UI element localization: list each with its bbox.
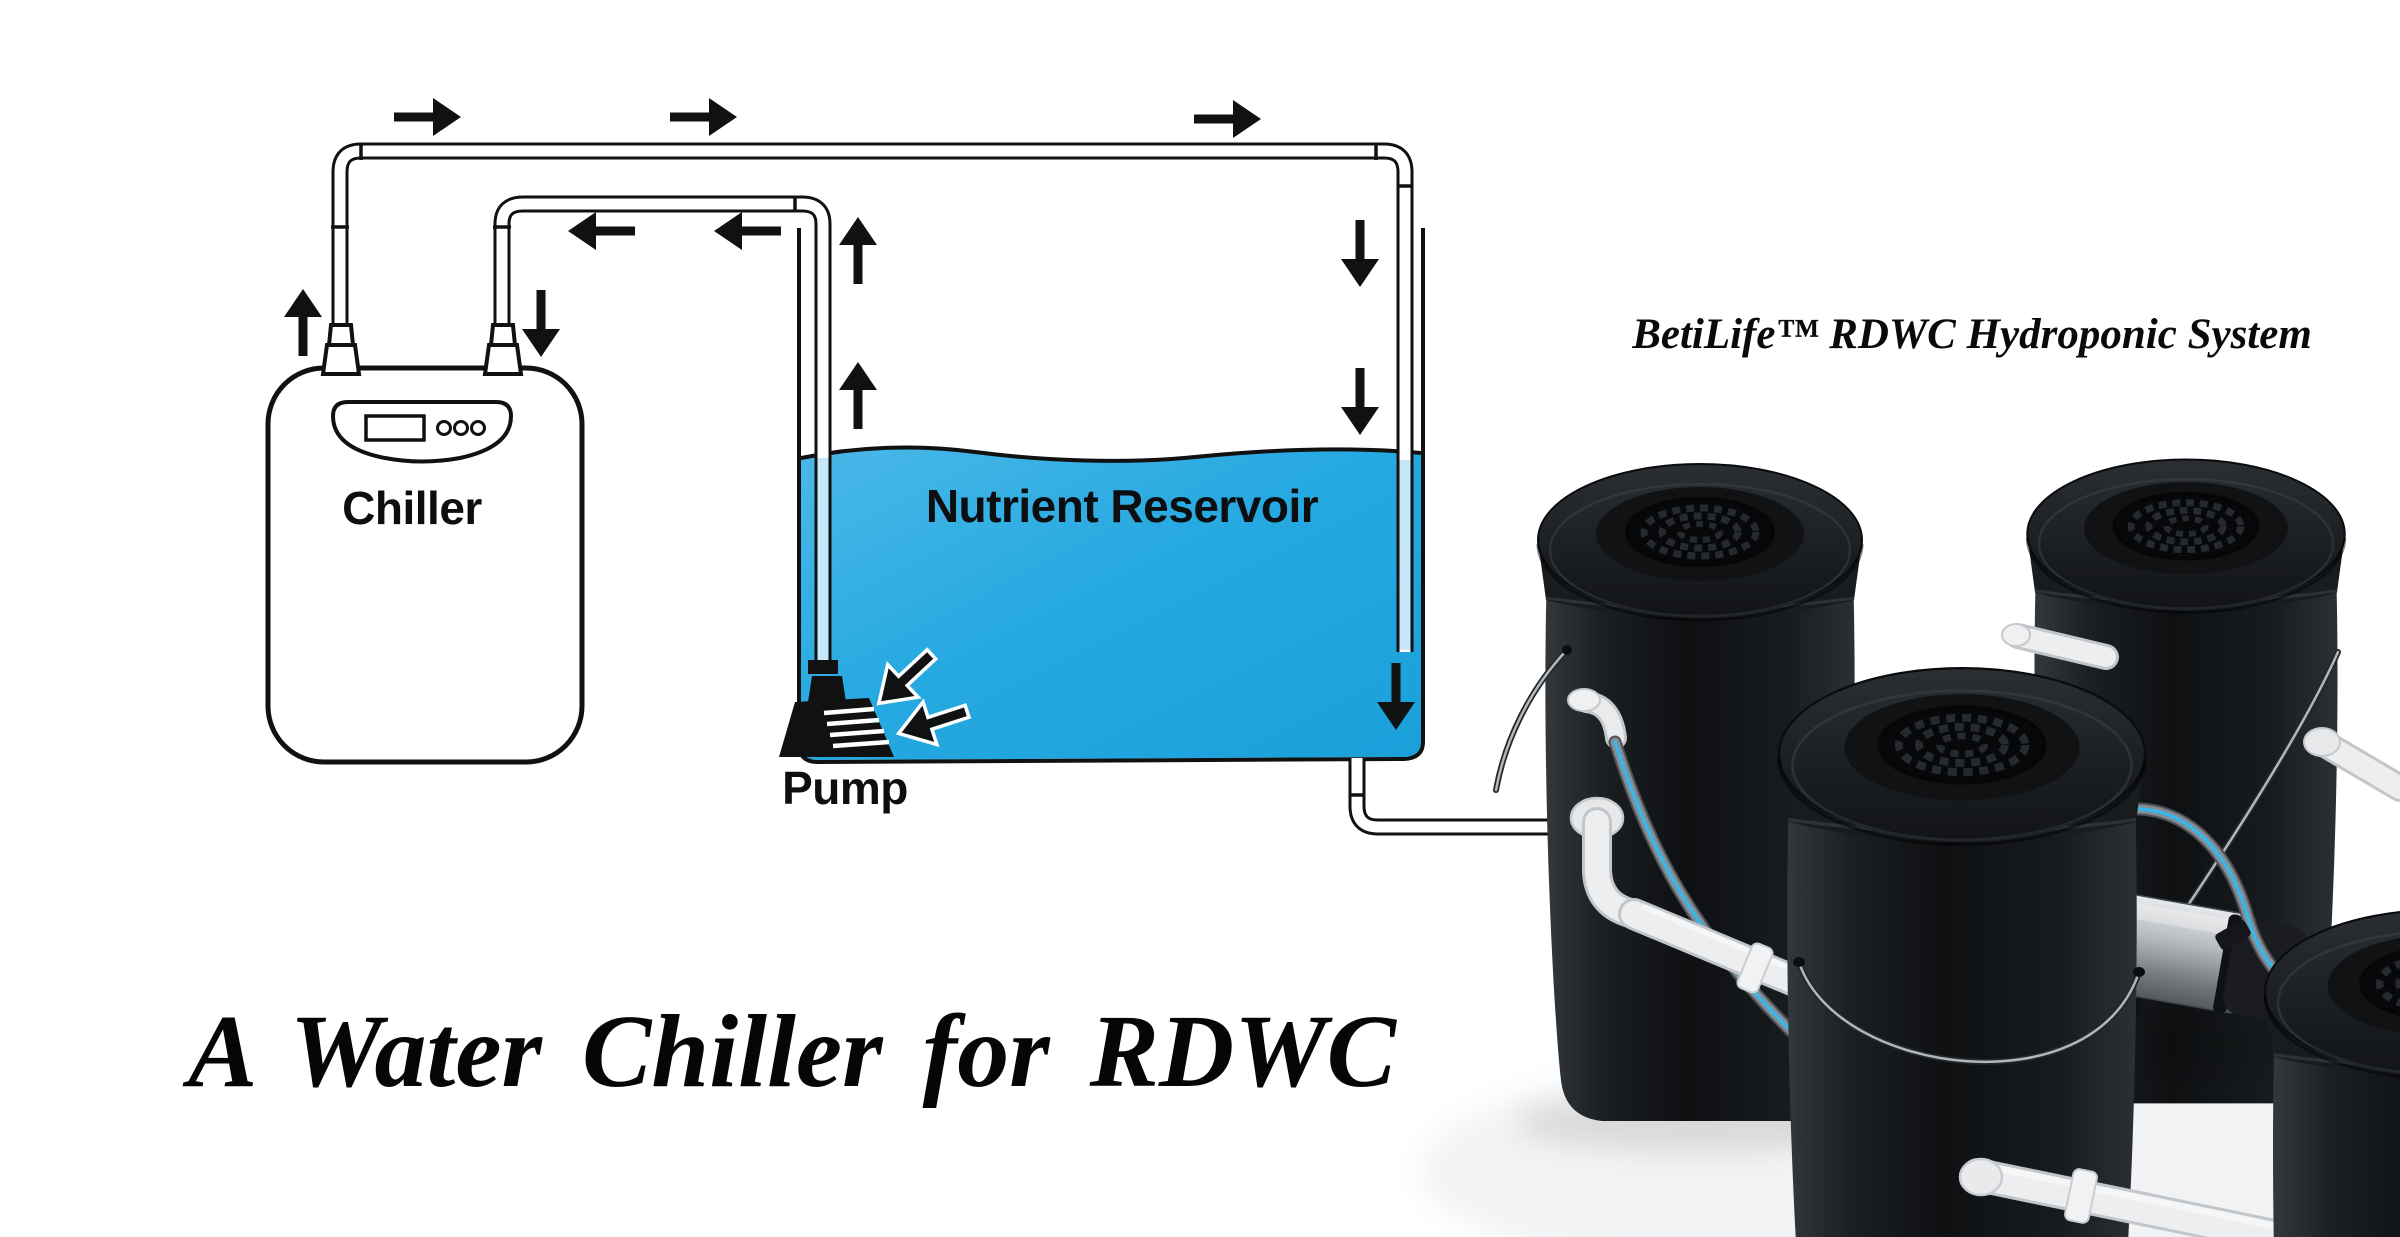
chiller-label: Chiller [342, 482, 482, 534]
bucket-handle-wire [1793, 957, 2145, 1065]
chiller-button [436, 420, 452, 436]
chiller-button [453, 420, 469, 436]
pipe-couplings [331, 143, 1413, 797]
nutrient-tube [1608, 735, 1802, 1042]
photo-caption: BetiLife™ RDWC Hydroponic System [1631, 311, 2312, 358]
flow-arrow-down-icon [1341, 220, 1379, 287]
flow-arrow-down-icon [1341, 368, 1379, 435]
flow-arrow-right-icon [394, 98, 461, 136]
flow-arrow-up-icon [839, 217, 877, 284]
pipe-reservoir-to-buckets [1348, 758, 1550, 836]
pipe-chiller-to-reservoir [331, 142, 1414, 652]
flow-arrow-up-icon [284, 289, 322, 356]
bucket-front-right [2265, 910, 2400, 1237]
product-photo [1420, 460, 2400, 1237]
flow-arrow-up-icon [839, 362, 877, 429]
flow-arrow-right-icon [670, 98, 737, 136]
page-title: A Water Chiller for RDWC [182, 994, 1398, 1109]
flow-arrow-right-icon [1194, 100, 1261, 138]
bucket-front-center [1779, 668, 2145, 1237]
chiller-port-fittings [320, 323, 524, 376]
chiller-loop-diagram: Chiller Nutrient Reservoir Pump [265, 98, 1550, 836]
pump-icon [779, 660, 894, 757]
pump-label: Pump [782, 762, 908, 814]
flow-arrow-left-icon [568, 212, 635, 250]
bucket-handle-wire [1493, 645, 1572, 793]
pvc-pipe-right-stub [2303, 727, 2400, 802]
chiller-display [364, 414, 426, 442]
tube-elbow-fitting [1567, 688, 1627, 749]
reservoir-label: Nutrient Reservoir [926, 480, 1319, 532]
chiller-button [470, 420, 486, 436]
pvc-pipe-back [2001, 623, 2119, 670]
flow-arrow-down-icon [522, 290, 560, 357]
chiller-unit [265, 323, 585, 765]
reservoir-water [801, 447, 1421, 760]
water-surface-line [800, 445, 1422, 463]
pipe-pump-to-chiller [493, 195, 832, 668]
flow-arrow-left-icon [714, 212, 781, 250]
